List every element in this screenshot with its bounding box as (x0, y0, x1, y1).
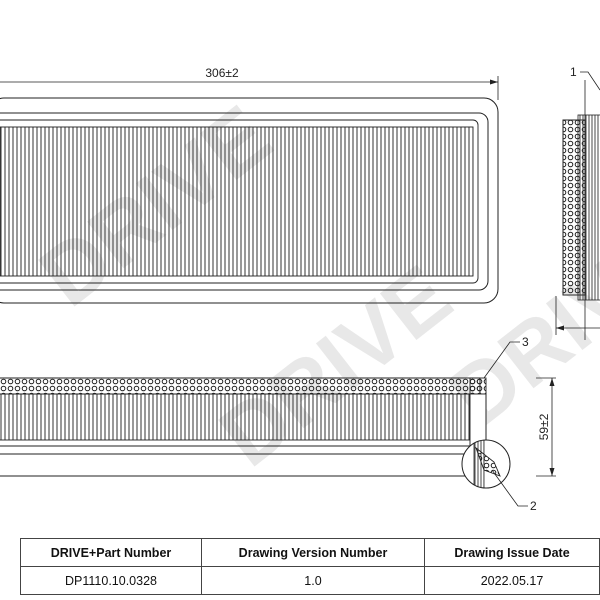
height-dimension-label: 59±2 (537, 413, 551, 440)
height-dimension (536, 377, 556, 477)
info-table-value-row: DP1110.10.0328 1.0 2022.05.17 (20, 566, 600, 595)
callout-3-label: 3 (522, 335, 529, 349)
length-dimension (0, 76, 499, 100)
callout-2-label: 2 (530, 499, 537, 513)
filter-top-view (0, 97, 499, 304)
filter-side-section (555, 80, 600, 340)
length-dimension-label: 306±2 (205, 66, 239, 80)
value-version: 1.0 (201, 566, 425, 595)
drawing-info-table: DRIVE+Part Number Drawing Version Number… (20, 538, 600, 595)
value-part-number: DP1110.10.0328 (20, 566, 202, 595)
info-table-header-row: DRIVE+Part Number Drawing Version Number… (20, 538, 600, 567)
detail-circle (461, 439, 511, 489)
callout-1: 1 (570, 65, 600, 91)
callout-3: 3 (483, 335, 529, 379)
header-version: Drawing Version Number (201, 538, 425, 567)
callout-2: 2 (491, 469, 537, 513)
header-part-number: DRIVE+Part Number (20, 538, 202, 567)
header-issue-date: Drawing Issue Date (424, 538, 600, 567)
callout-1-label: 1 (570, 65, 577, 79)
value-issue-date: 2022.05.17 (424, 566, 600, 595)
